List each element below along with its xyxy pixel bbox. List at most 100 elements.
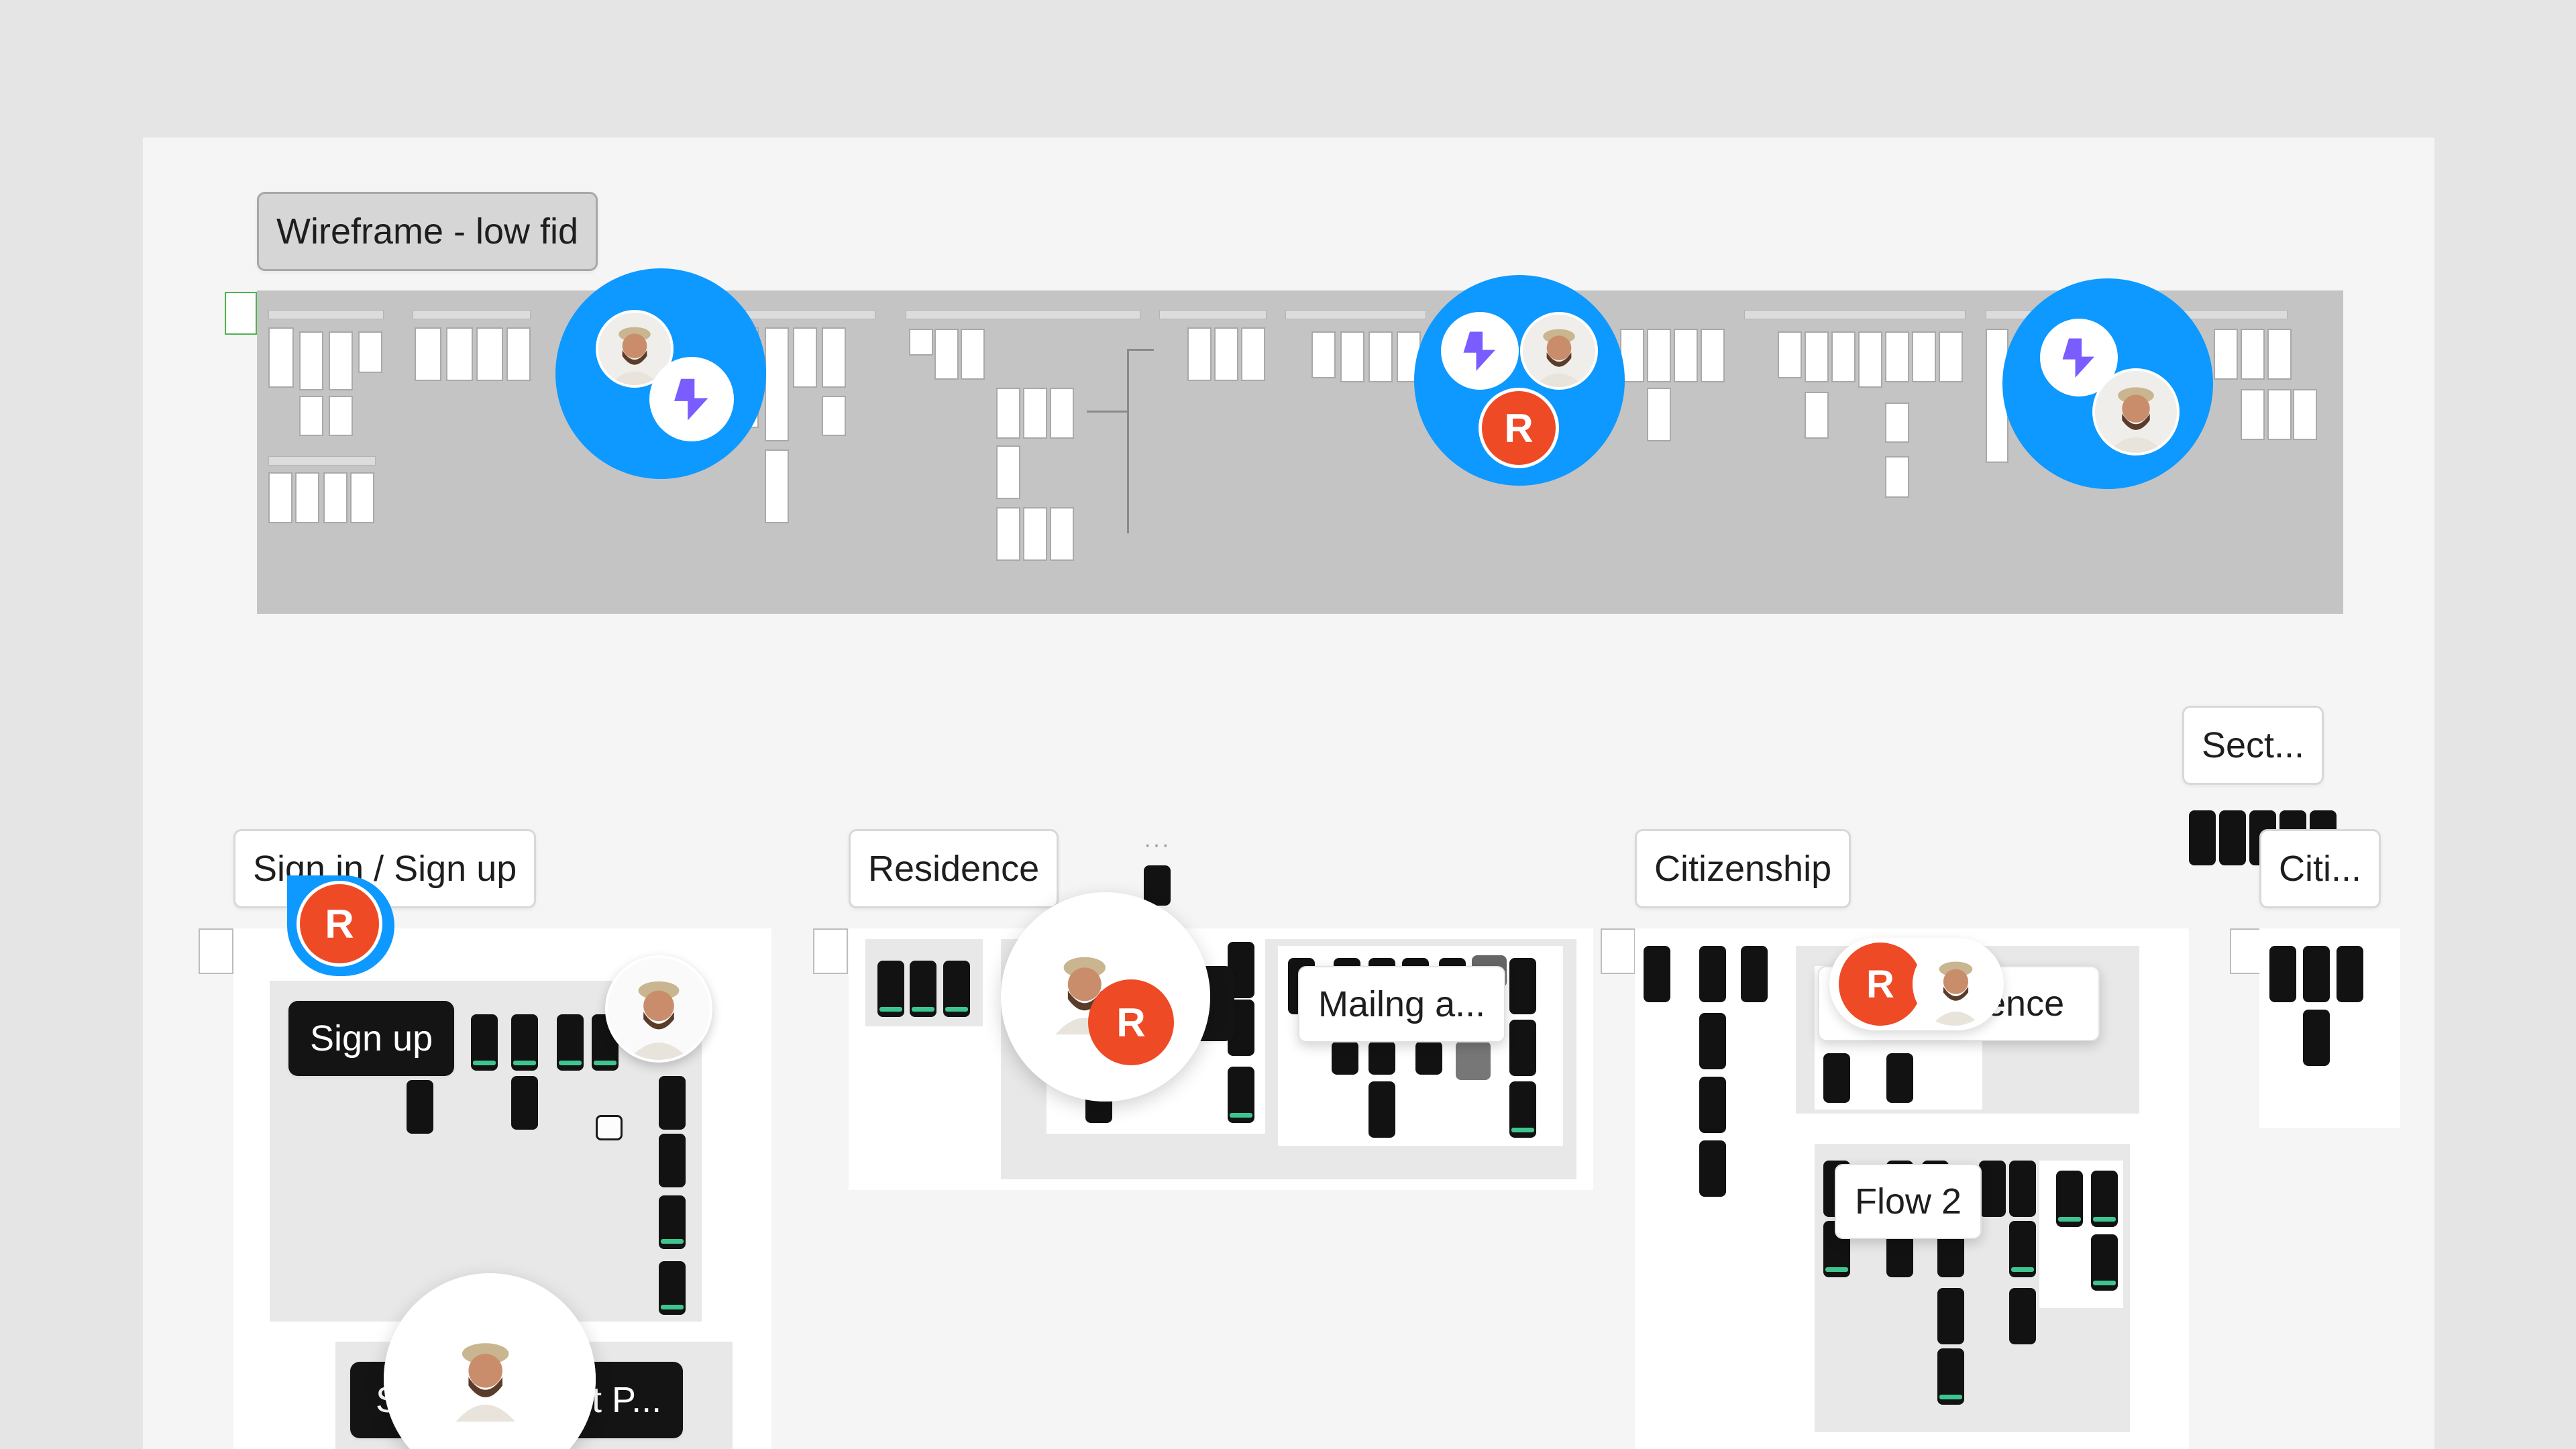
- section-label-citizenship[interactable]: Citizenship: [1635, 829, 1851, 908]
- phone-frame[interactable]: [471, 1014, 498, 1071]
- mini-frame[interactable]: [1023, 388, 1047, 439]
- mini-frame[interactable]: [961, 329, 985, 380]
- wireframe-thumbnail[interactable]: [225, 292, 257, 335]
- frame-label-flow2[interactable]: Flow 2: [1835, 1164, 1982, 1239]
- phone-frame[interactable]: [910, 961, 936, 1017]
- mini-frame[interactable]: [476, 327, 503, 381]
- mini-frame[interactable]: [1050, 388, 1074, 439]
- mini-frame[interactable]: [765, 327, 789, 441]
- mini-frame[interactable]: [1340, 331, 1364, 382]
- mini-frame[interactable]: [2241, 329, 2265, 380]
- phone-frame[interactable]: [2009, 1288, 2036, 1344]
- section-thumbnail[interactable]: [2230, 928, 2265, 974]
- phone-frame[interactable]: [2219, 810, 2246, 865]
- mini-frame[interactable]: [1647, 329, 1671, 382]
- phone-frame[interactable]: [1699, 1077, 1726, 1133]
- mini-frame[interactable]: [1885, 456, 1909, 498]
- phone-frame[interactable]: [1456, 1041, 1491, 1080]
- section-label-wireframe[interactable]: Wireframe - low fid: [257, 192, 598, 271]
- phone-frame[interactable]: [877, 961, 904, 1017]
- mini-frame[interactable]: [329, 331, 353, 390]
- phone-frame[interactable]: [511, 1076, 538, 1130]
- mini-frame[interactable]: [506, 327, 531, 381]
- mini-frame[interactable]: [350, 472, 374, 523]
- phone-frame[interactable]: [1699, 946, 1726, 1002]
- mini-frame[interactable]: [268, 327, 294, 388]
- mini-frame[interactable]: [1311, 331, 1336, 378]
- section-thumbnail[interactable]: [813, 928, 848, 974]
- mini-frame[interactable]: [415, 327, 441, 381]
- phone-frame[interactable]: [1368, 1081, 1395, 1138]
- mini-frame[interactable]: [1939, 331, 1963, 382]
- mini-frame[interactable]: [295, 472, 319, 523]
- phone-frame[interactable]: [1228, 1067, 1254, 1123]
- mini-frame[interactable]: [2267, 389, 2292, 440]
- mini-frame[interactable]: [1858, 331, 1882, 388]
- phone-frame[interactable]: [2009, 1221, 2036, 1277]
- frame-label-signup[interactable]: Sign up: [288, 1001, 455, 1076]
- phone-frame[interactable]: [1979, 1161, 2006, 1217]
- phone-frame[interactable]: [2091, 1234, 2118, 1291]
- mini-frame[interactable]: [996, 388, 1020, 439]
- phone-frame[interactable]: [511, 1014, 538, 1071]
- phone-frame[interactable]: [659, 1076, 686, 1130]
- mini-frame[interactable]: [323, 472, 347, 523]
- phone-frame[interactable]: [2303, 1010, 2330, 1066]
- mini-frame[interactable]: [822, 327, 846, 388]
- phone-frame[interactable]: [659, 1134, 686, 1187]
- mini-frame[interactable]: [1368, 331, 1393, 382]
- phone-frame[interactable]: [2303, 946, 2330, 1002]
- mini-frame[interactable]: [1831, 331, 1856, 382]
- mini-frame[interactable]: [1885, 402, 1909, 443]
- more-options-icon[interactable]: ···: [1144, 832, 1171, 858]
- mini-frame[interactable]: [2293, 389, 2317, 440]
- mini-frame[interactable]: [1912, 331, 1936, 382]
- mini-frame[interactable]: [1647, 388, 1671, 441]
- mini-frame[interactable]: [299, 331, 323, 390]
- mini-frame[interactable]: [446, 327, 473, 381]
- phone-frame[interactable]: [1332, 1041, 1358, 1075]
- section-thumbnail[interactable]: [199, 928, 233, 974]
- section-label-citi[interactable]: Citi...: [2259, 829, 2381, 908]
- phone-frame[interactable]: [2269, 946, 2296, 1002]
- mini-frame[interactable]: [1050, 507, 1074, 561]
- mini-frame[interactable]: [909, 329, 933, 356]
- mini-frame[interactable]: [1187, 327, 1212, 381]
- mini-frame[interactable]: [793, 327, 817, 388]
- mini-frame[interactable]: [996, 507, 1020, 561]
- phone-frame[interactable]: [659, 1261, 686, 1315]
- phone-frame[interactable]: [659, 1195, 686, 1249]
- phone-frame[interactable]: [1415, 1041, 1442, 1075]
- phone-frame[interactable]: [1509, 1020, 1536, 1076]
- mini-frame[interactable]: [299, 396, 323, 436]
- mini-frame[interactable]: [1805, 392, 1829, 439]
- phone-frame[interactable]: [943, 961, 970, 1017]
- mini-frame[interactable]: [1241, 327, 1265, 381]
- phone-frame[interactable]: [557, 1014, 584, 1071]
- mini-frame[interactable]: [358, 331, 382, 373]
- section-thumbnail[interactable]: [1601, 928, 1635, 974]
- mini-frame[interactable]: [1885, 331, 1909, 382]
- mini-frame[interactable]: [2214, 329, 2238, 380]
- mini-frame[interactable]: [2267, 329, 2292, 380]
- mini-frame[interactable]: [822, 396, 846, 436]
- phone-frame[interactable]: [1509, 1081, 1536, 1138]
- phone-frame[interactable]: [1886, 1053, 1913, 1103]
- mini-frame[interactable]: [765, 449, 789, 523]
- phone-frame[interactable]: [1509, 958, 1536, 1014]
- mini-frame[interactable]: [1778, 331, 1802, 378]
- section-label-residence[interactable]: Residence: [849, 829, 1059, 908]
- phone-frame[interactable]: [1144, 865, 1171, 906]
- mini-frame[interactable]: [1023, 507, 1047, 561]
- mini-frame[interactable]: [2241, 389, 2265, 440]
- phone-frame[interactable]: [1937, 1348, 1964, 1405]
- phone-frame[interactable]: [2056, 1171, 2083, 1227]
- mini-frame[interactable]: [1701, 329, 1725, 382]
- phone-frame[interactable]: [596, 1115, 623, 1140]
- phone-frame[interactable]: [1741, 946, 1768, 1002]
- mini-frame[interactable]: [996, 445, 1020, 499]
- mini-frame[interactable]: [934, 329, 959, 380]
- phone-frame[interactable]: [2189, 810, 2216, 865]
- mini-frame[interactable]: [1805, 331, 1829, 382]
- mini-frame[interactable]: [329, 396, 353, 436]
